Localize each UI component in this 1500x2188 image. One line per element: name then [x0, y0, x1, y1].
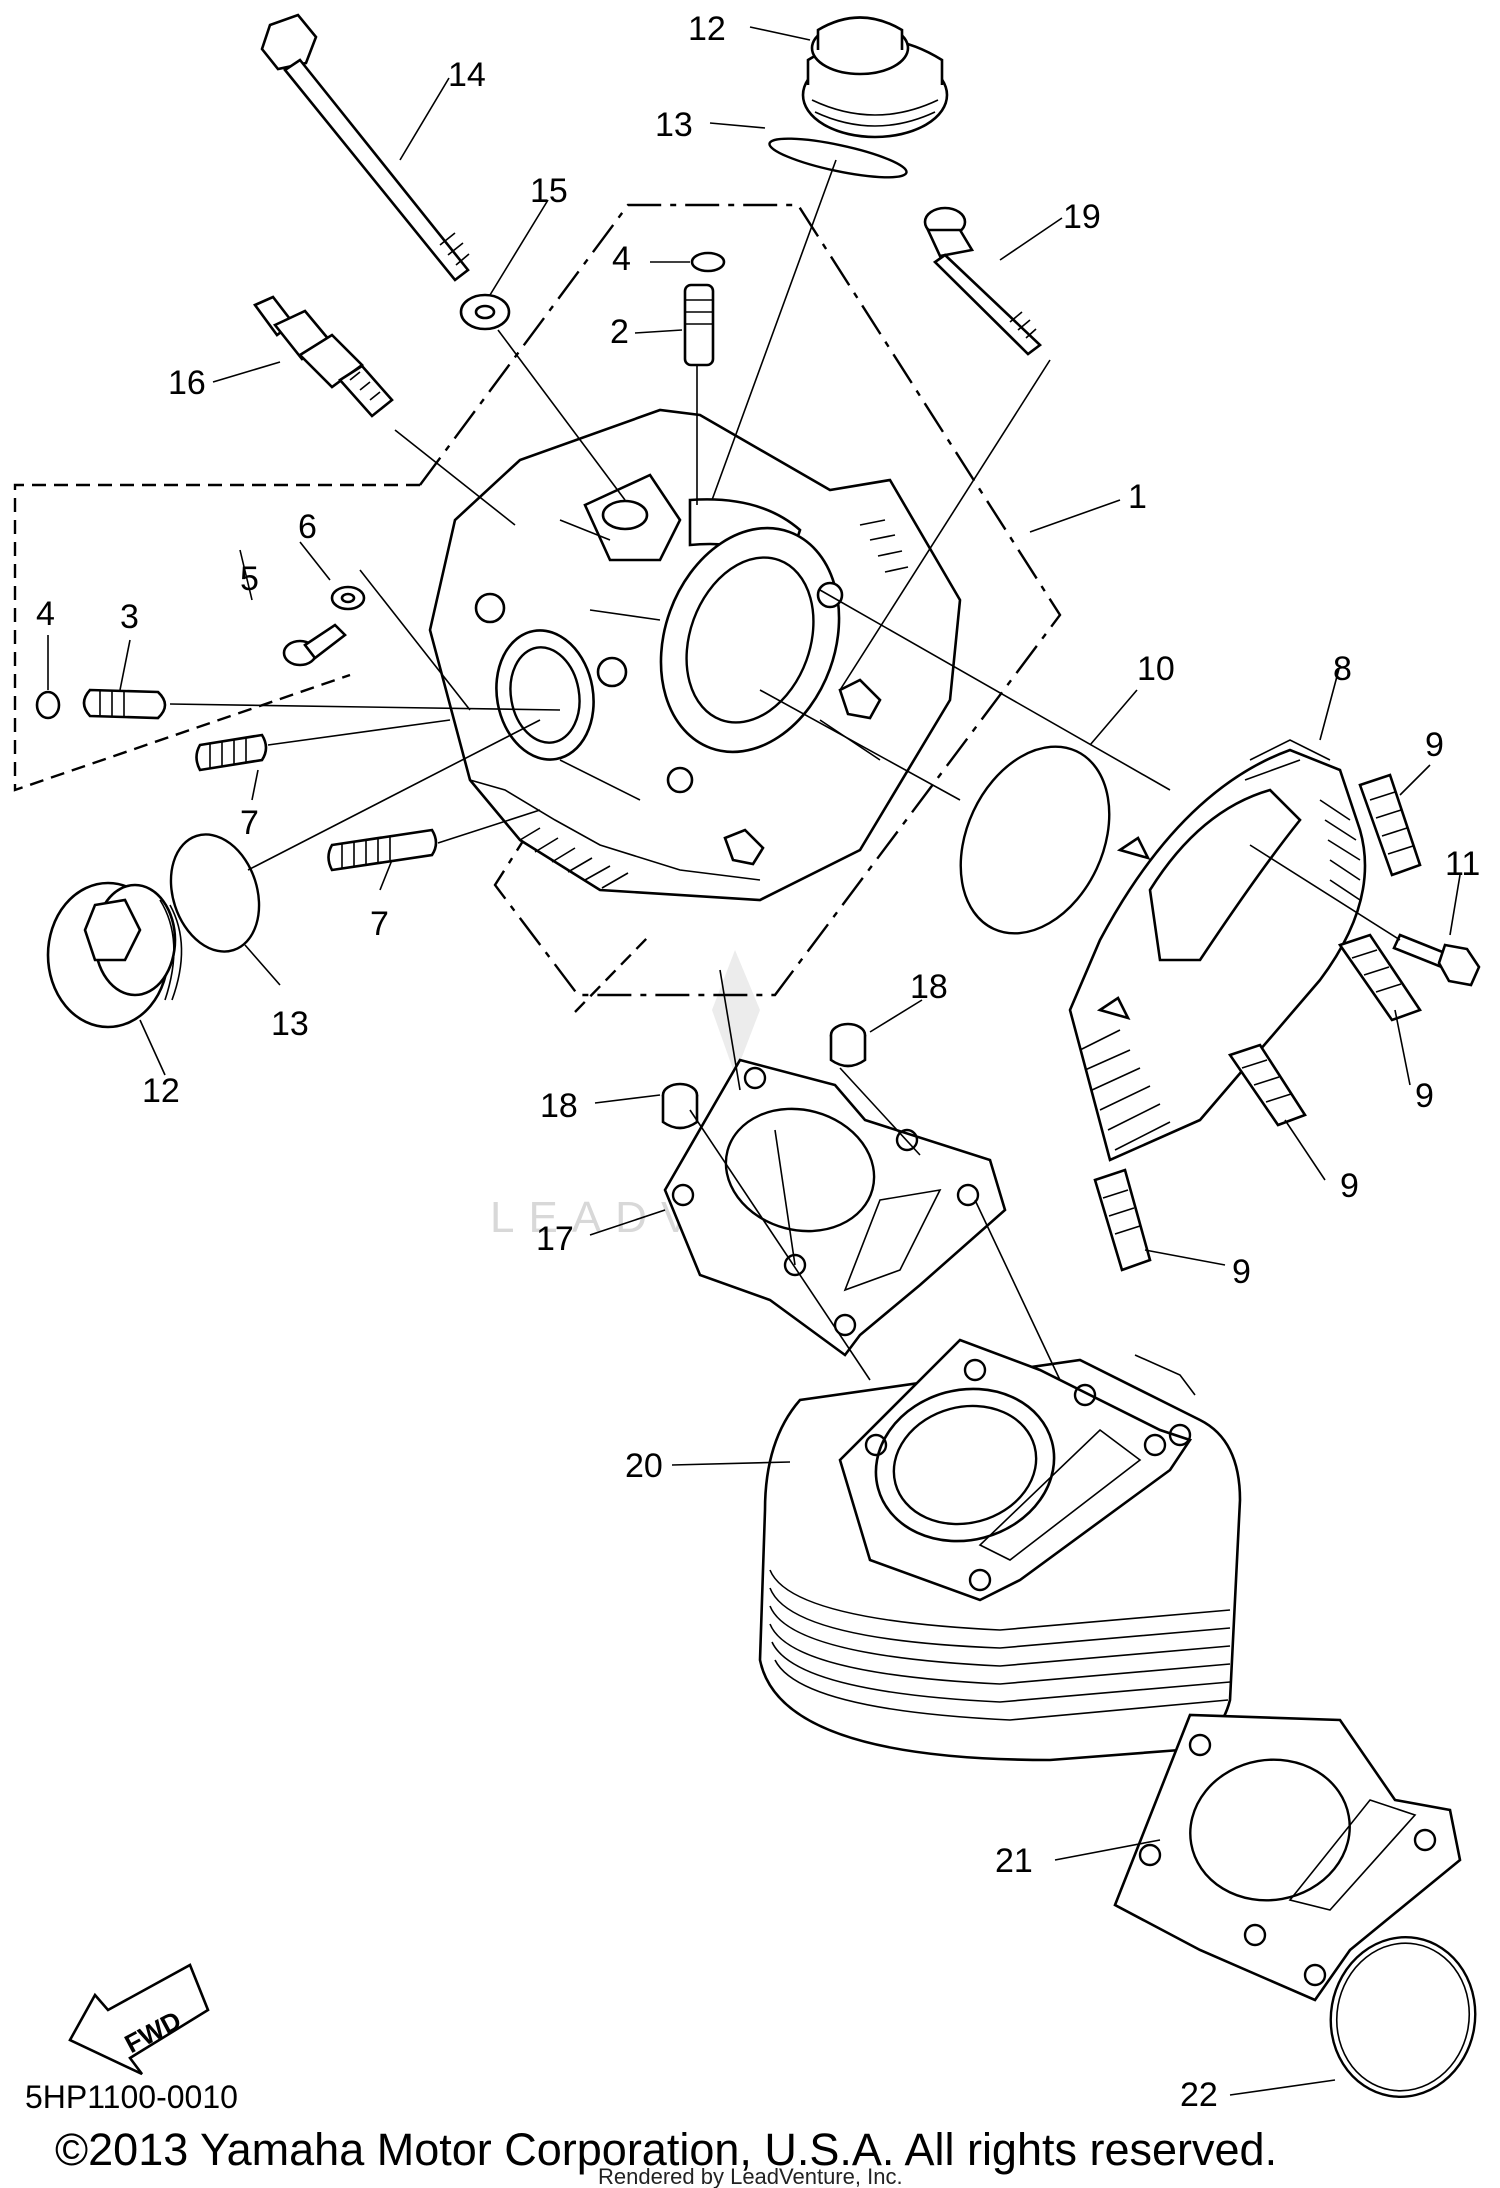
part-3-sleeve [82, 688, 167, 720]
part-17-gasket [663, 1058, 1007, 1357]
callout-16: 16 [168, 364, 206, 402]
part-9-damper-2 [1337, 933, 1423, 1022]
callout-9-d: 9 [1232, 1253, 1251, 1291]
part-9-damper-3 [1227, 1043, 1307, 1127]
callout-4-left: 4 [36, 595, 55, 633]
callout-5: 5 [240, 560, 259, 598]
callout-2: 2 [610, 313, 629, 351]
assembly-guide-lines [169, 159, 1401, 1381]
part-7-stud-upper [195, 733, 268, 772]
part-16-spark-plug [252, 295, 394, 418]
leader-lines [47, 26, 1461, 2096]
part-19-bolt [923, 206, 1043, 356]
callout-3: 3 [120, 598, 139, 636]
callout-21: 21 [995, 1842, 1033, 1880]
callout-12-top: 12 [688, 10, 726, 48]
rendered-by-text: Rendered by LeadVenture, Inc. [598, 2164, 903, 2188]
callout-8: 8 [1333, 650, 1352, 688]
part-15-washer [459, 293, 511, 331]
callout-9-b: 9 [1415, 1077, 1434, 1115]
part-20-cylinder [758, 1338, 1242, 1762]
part-5-screw [282, 623, 347, 667]
part-code: 5HP1100-0010 [25, 2079, 238, 2115]
part-4-clip-left [35, 690, 61, 720]
callout-17: 17 [536, 1220, 574, 1258]
part-9-damper-4 [1093, 1168, 1152, 1272]
part-14-bolt [260, 13, 470, 282]
callout-22: 22 [1180, 2076, 1218, 2114]
part-6-washer [330, 585, 366, 611]
callout-4-top: 4 [612, 240, 631, 278]
callout-14: 14 [448, 56, 486, 94]
callout-20: 20 [625, 1447, 663, 1485]
part-13-oring-left [169, 833, 261, 953]
part-12-cap-left [46, 881, 183, 1029]
callout-11: 11 [1445, 845, 1480, 883]
callout-13-top: 13 [655, 106, 693, 144]
callout-18-upper: 18 [910, 968, 948, 1006]
callout-12-left: 12 [142, 1072, 180, 1110]
part-12-cap-top [801, 16, 949, 139]
callout-18-left: 18 [540, 1087, 578, 1125]
part-10-oring [959, 745, 1111, 935]
part-2-plug [683, 283, 715, 367]
callout-13-left: 13 [271, 1005, 309, 1043]
callout-labels: 12 13 14 15 19 4 2 16 1 6 5 4 3 10 8 9 7… [36, 10, 1480, 2114]
callout-15: 15 [530, 172, 568, 210]
part-22-oring [1329, 1936, 1477, 2098]
callout-9-a: 9 [1425, 726, 1444, 764]
copyright-text: ©2013 Yamaha Motor Corporation, U.S.A. A… [55, 2124, 1277, 2175]
part-9-damper-1 [1358, 773, 1422, 877]
fwd-arrow-icon: FWD [68, 1963, 210, 2076]
callout-6: 6 [298, 508, 317, 546]
callout-1: 1 [1128, 478, 1147, 516]
callout-19: 19 [1063, 198, 1101, 236]
cylinder-head-assembly-outline [13, 203, 1062, 1013]
part-21-base-gasket [1113, 1713, 1462, 2002]
cylinder-head [428, 408, 962, 902]
callout-7-lower: 7 [370, 905, 389, 943]
callout-9-c: 9 [1340, 1167, 1359, 1205]
part-11-bolt [1392, 933, 1481, 987]
part-18-dowel-upper [829, 1022, 867, 1068]
part-4-clip-top [690, 251, 726, 273]
callout-7-upper: 7 [240, 804, 259, 842]
part-13-oring-top [768, 137, 908, 179]
part-18-dowel-left [661, 1082, 699, 1130]
part-8-head-cover [1068, 739, 1367, 1162]
part-7-stud-lower [327, 828, 438, 872]
callout-10: 10 [1137, 650, 1175, 688]
